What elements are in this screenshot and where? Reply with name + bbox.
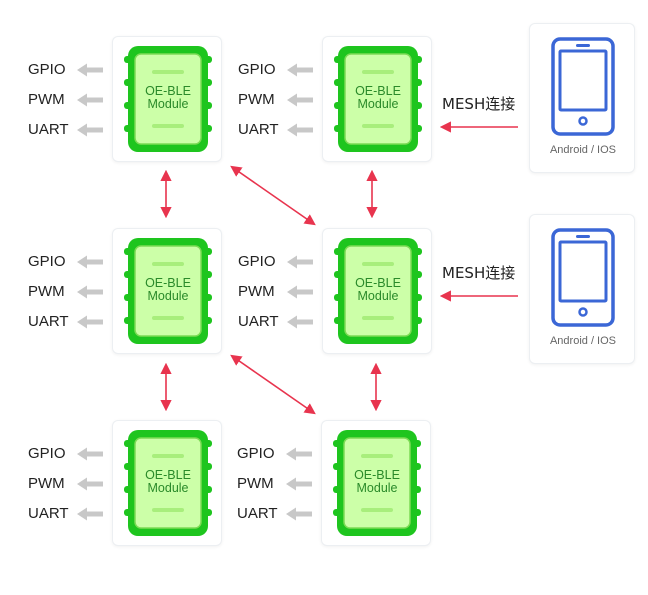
io-label-gpio: GPIO — [238, 61, 276, 78]
module-name-line1: OE-BLE — [355, 276, 401, 290]
left-arrow-icon — [77, 507, 103, 521]
io-label-pwm: PWM — [238, 283, 275, 300]
io-label-uart: UART — [237, 505, 278, 522]
io-label-pwm: PWM — [237, 475, 274, 492]
io-label-gpio: GPIO — [28, 253, 66, 270]
ble-module-chip-icon — [322, 421, 432, 547]
bidirectional-link-arrow — [230, 354, 316, 415]
mesh-connection-label: MESH连接 — [442, 95, 516, 113]
io-label-pwm: PWM — [28, 475, 65, 492]
module-name-line1: OE-BLE — [145, 84, 191, 98]
left-arrow-icon — [286, 447, 312, 461]
module-name-line2: Module — [147, 481, 189, 495]
io-label-uart: UART — [238, 121, 279, 138]
io-label-uart: UART — [28, 121, 69, 138]
left-arrow-icon — [286, 507, 312, 521]
module-name-line1: OE-BLE — [145, 276, 191, 290]
left-arrow-icon — [77, 123, 103, 137]
ble-module-chip-icon — [113, 421, 223, 547]
io-label-pwm: PWM — [28, 283, 65, 300]
io-label-gpio: GPIO — [28, 445, 66, 462]
left-arrow-icon — [287, 93, 313, 107]
io-label-uart: UART — [28, 313, 69, 330]
left-arrow-icon — [287, 255, 313, 269]
module-name-line1: OE-BLE — [145, 468, 191, 482]
left-arrow-icon — [287, 63, 313, 77]
module-name-line1: OE-BLE — [354, 468, 400, 482]
phone-platform-label: Android / IOS — [549, 335, 617, 347]
ble-module-chip-icon — [323, 37, 433, 163]
left-arrow-icon — [287, 123, 313, 137]
phone-platform-label: Android / IOS — [549, 144, 617, 156]
phone-card: Android / IOS — [529, 23, 635, 173]
module-name-line2: Module — [357, 97, 399, 111]
ble-module-chip-icon — [113, 229, 223, 355]
module-name-line2: Module — [357, 289, 399, 303]
smartphone-icon — [530, 215, 636, 365]
io-label-gpio: GPIO — [238, 253, 276, 270]
module-name-line2: Module — [147, 97, 189, 111]
module-name-line2: Module — [356, 481, 398, 495]
mesh-connection-label: MESH连接 — [442, 264, 516, 282]
ble-module-chip-icon — [323, 229, 433, 355]
left-arrow-icon — [77, 93, 103, 107]
left-arrow-icon — [77, 447, 103, 461]
left-arrow-icon — [77, 63, 103, 77]
left-arrow-icon — [77, 477, 103, 491]
smartphone-icon — [530, 24, 636, 174]
left-arrow-icon — [286, 477, 312, 491]
io-label-uart: UART — [238, 313, 279, 330]
io-label-uart: UART — [28, 505, 69, 522]
io-label-gpio: GPIO — [28, 61, 66, 78]
left-arrow-icon — [77, 285, 103, 299]
io-label-gpio: GPIO — [237, 445, 275, 462]
left-arrow-icon — [77, 315, 103, 329]
io-label-pwm: PWM — [28, 91, 65, 108]
io-label-pwm: PWM — [238, 91, 275, 108]
module-name-line1: OE-BLE — [355, 84, 401, 98]
left-arrow-icon — [287, 315, 313, 329]
ble-module-chip-icon — [113, 37, 223, 163]
module-name-line2: Module — [147, 289, 189, 303]
left-arrow-icon — [77, 255, 103, 269]
bidirectional-link-arrow — [230, 165, 316, 226]
phone-card: Android / IOS — [529, 214, 635, 364]
left-arrow-icon — [287, 285, 313, 299]
